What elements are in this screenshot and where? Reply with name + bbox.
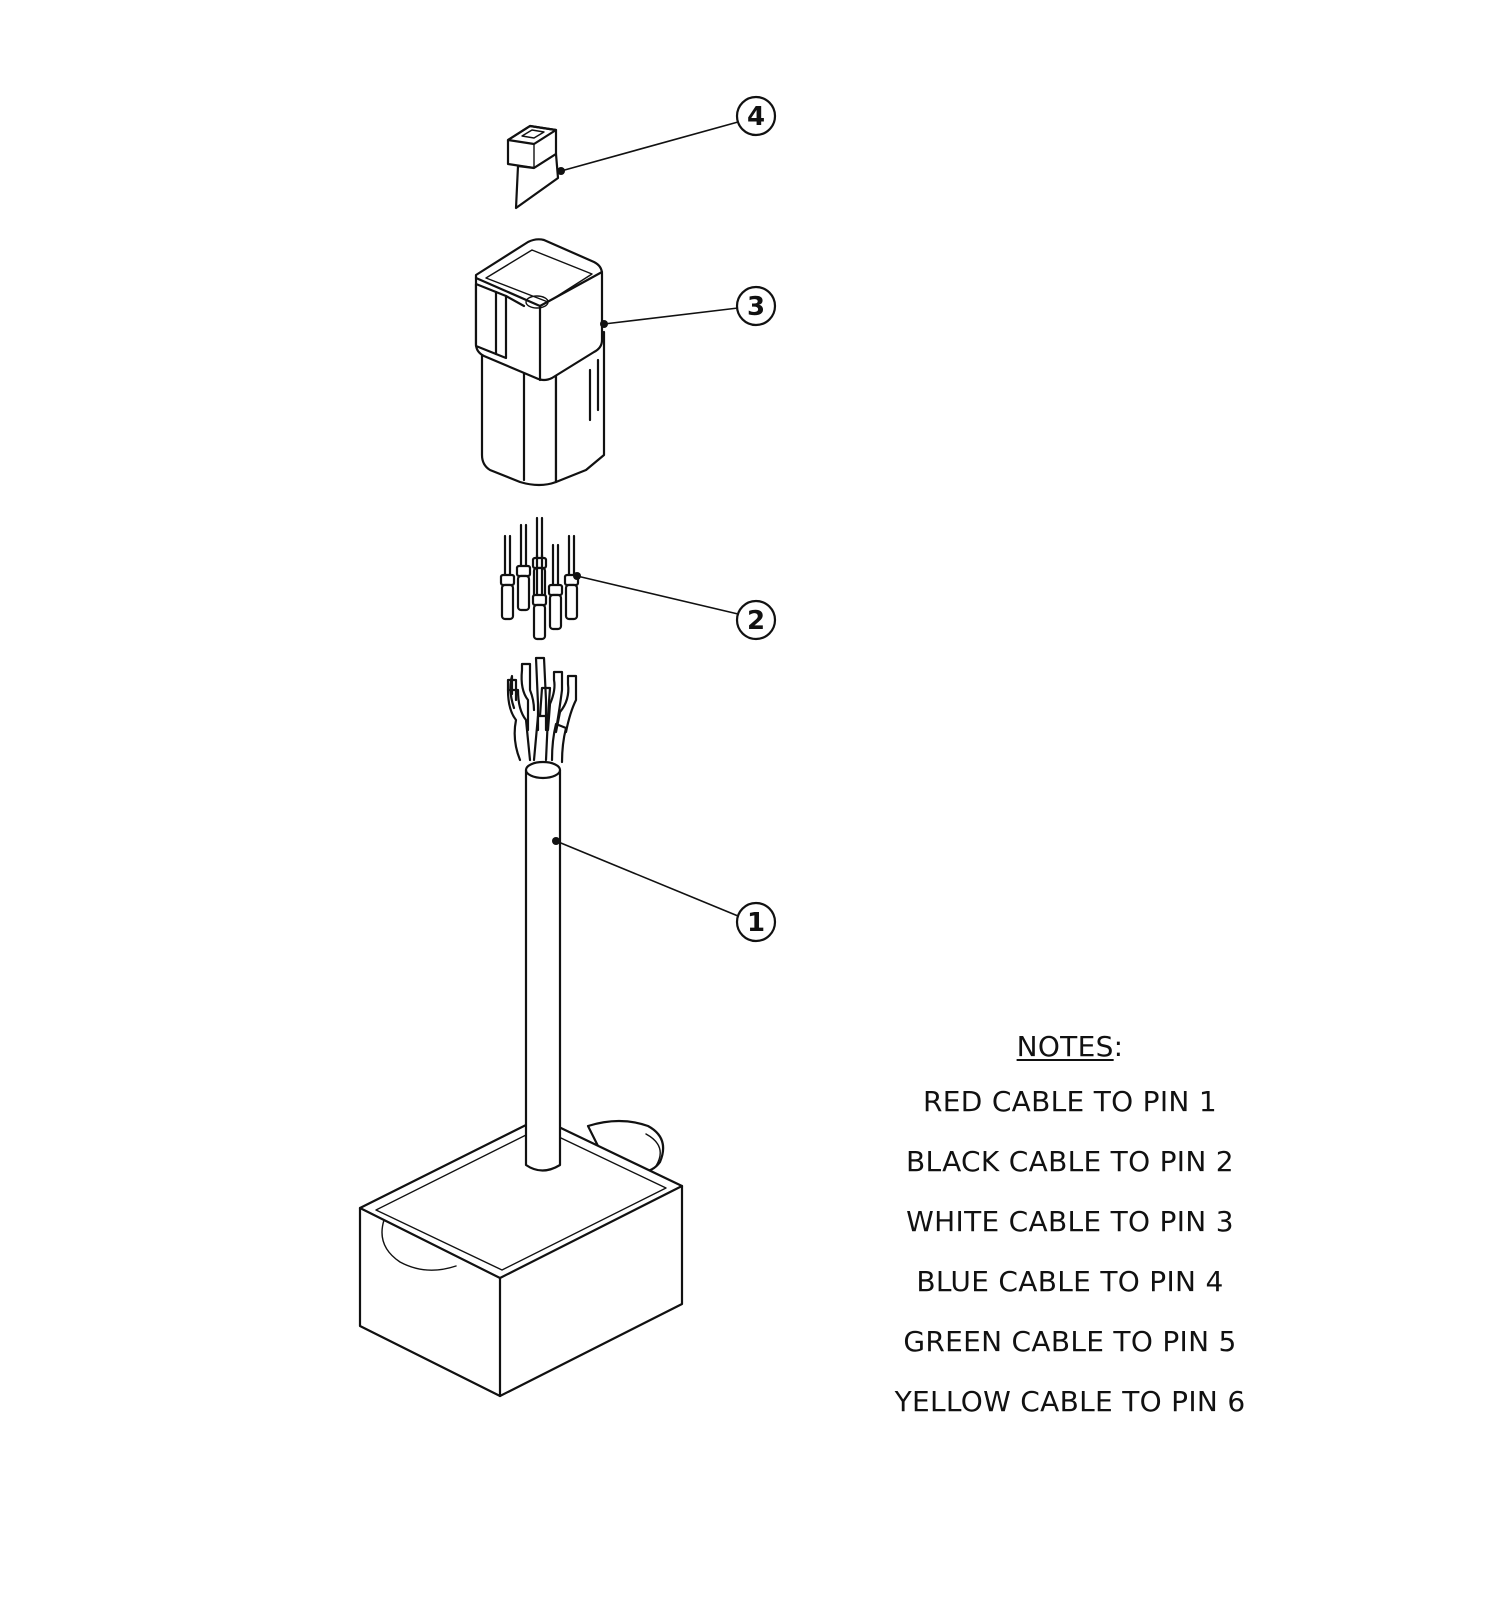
note-line-green: GREEN CABLE TO PIN 5	[903, 1325, 1237, 1358]
note-line-red: RED CABLE TO PIN 1	[923, 1085, 1217, 1118]
wedge-lock-part	[506, 124, 560, 210]
leader-line-2	[576, 575, 739, 615]
leader-line-4	[560, 121, 739, 172]
cable-assembly-part	[358, 656, 684, 1398]
leader-dot-3	[600, 320, 608, 328]
leader-lines	[552, 121, 739, 917]
item-balloon-4: 4	[735, 95, 777, 137]
note-line-yellow: YELLOW CABLE TO PIN 6	[894, 1385, 1246, 1418]
notes-heading-text: NOTES	[1016, 1030, 1114, 1063]
contact-pins-part	[499, 516, 580, 641]
note-line-black: BLACK CABLE TO PIN 2	[906, 1145, 1234, 1178]
connector-housing-part	[474, 238, 606, 487]
leader-dot-2	[573, 572, 581, 580]
notes-heading: NOTES:	[880, 1030, 1260, 1063]
item-balloon-3: 3	[735, 285, 777, 327]
item-balloon-2: 2	[735, 599, 777, 641]
leader-dot-4	[557, 167, 565, 175]
item-balloon-label: 1	[747, 908, 765, 938]
item-balloon-label: 2	[747, 606, 765, 636]
wiring-notes: NOTES: RED CABLE TO PIN 1 BLACK CABLE TO…	[880, 1030, 1260, 1445]
leader-line-3	[603, 307, 739, 325]
item-balloon-1: 1	[735, 901, 777, 943]
item-balloon-label: 4	[747, 102, 765, 132]
notes-heading-colon: :	[1113, 1030, 1124, 1063]
leader-line-1	[555, 840, 739, 917]
leader-dot-1	[552, 837, 560, 845]
note-line-blue: BLUE CABLE TO PIN 4	[916, 1265, 1224, 1298]
note-line-white: WHITE CABLE TO PIN 3	[906, 1205, 1234, 1238]
item-balloon-label: 3	[747, 292, 765, 322]
